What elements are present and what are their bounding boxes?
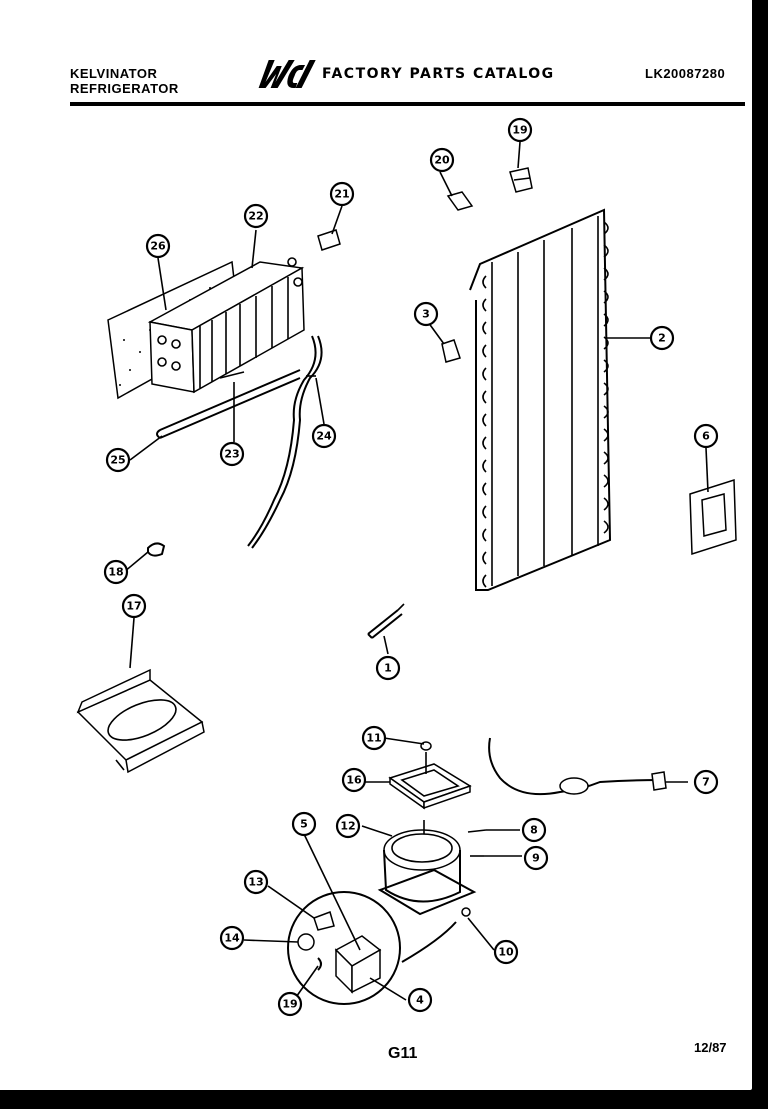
condenser-coil bbox=[469, 208, 612, 591]
catalog-number: LK20087280 bbox=[645, 66, 726, 81]
compressor-group bbox=[287, 737, 667, 1005]
callout-label: 3 bbox=[422, 308, 430, 321]
parts-sheet bbox=[0, 0, 752, 1090]
callout-6: 6 bbox=[693, 423, 719, 449]
callout-13: 13 bbox=[243, 869, 269, 895]
callout-4: 4 bbox=[407, 987, 433, 1013]
callout-label: 24 bbox=[316, 430, 332, 443]
callout-18: 18 bbox=[103, 559, 129, 585]
callout-23: 23 bbox=[219, 441, 245, 467]
callout-label: 9 bbox=[532, 852, 540, 865]
callout-26: 26 bbox=[145, 233, 171, 259]
exploded-parts-diagram: 1234567891011121314201617181919212223242… bbox=[76, 117, 737, 1017]
callout-label: 13 bbox=[248, 876, 263, 889]
callout-19: 19 bbox=[277, 991, 303, 1017]
callout-label: 14 bbox=[224, 932, 240, 945]
callout-19: 19 bbox=[507, 117, 533, 143]
callout-25: 25 bbox=[105, 447, 131, 473]
callout-10: 10 bbox=[493, 939, 519, 965]
date-code: 12/87 bbox=[694, 1040, 727, 1055]
bracket-6 bbox=[689, 478, 737, 556]
callout-label: 6 bbox=[702, 430, 710, 443]
callout-9: 9 bbox=[523, 845, 549, 871]
callout-label: 20 bbox=[434, 154, 450, 167]
callout-17: 17 bbox=[121, 593, 147, 619]
callout-5: 5 bbox=[291, 811, 317, 837]
callout-label: 16 bbox=[346, 774, 362, 787]
callout-label: 2 bbox=[658, 332, 666, 345]
callout-label: 4 bbox=[416, 994, 424, 1007]
callout-2: 2 bbox=[649, 325, 675, 351]
callout-20: 20 bbox=[429, 147, 455, 173]
callout-label: 1 bbox=[384, 662, 392, 675]
callout-label: 10 bbox=[498, 946, 514, 959]
callout-label: 26 bbox=[150, 240, 166, 253]
callout-24: 24 bbox=[311, 423, 337, 449]
callout-label: 8 bbox=[530, 824, 538, 837]
callout-label: 21 bbox=[334, 188, 349, 201]
leader-lines bbox=[123, 141, 709, 1001]
evaporator-assembly bbox=[107, 257, 323, 549]
callout-label: 5 bbox=[300, 818, 308, 831]
base-plate bbox=[76, 668, 205, 774]
catalog-title: FACTORY PARTS CATALOG bbox=[322, 66, 555, 82]
callout-label: 11 bbox=[366, 732, 381, 745]
page-number: G11 bbox=[388, 1045, 418, 1062]
callout-21: 21 bbox=[329, 181, 355, 207]
callout-22: 22 bbox=[243, 203, 269, 229]
brand-line-1: KELVINATOR bbox=[70, 66, 158, 81]
callout-1: 1 bbox=[375, 655, 401, 681]
callout-label: 23 bbox=[224, 448, 239, 461]
callout-8: 8 bbox=[521, 817, 547, 843]
callout-label: 7 bbox=[702, 776, 710, 789]
brand-line-2: REFRIGERATOR bbox=[70, 81, 179, 96]
callout-label: 18 bbox=[108, 566, 123, 579]
callout-14: 14 bbox=[219, 925, 245, 951]
callout-12: 12 bbox=[335, 813, 361, 839]
callout-label: 19 bbox=[282, 998, 297, 1011]
callout-label: 22 bbox=[248, 210, 263, 223]
callout-label: 25 bbox=[110, 454, 125, 467]
callout-label: 19 bbox=[512, 124, 527, 137]
part-1 bbox=[367, 603, 405, 639]
callout-label: 17 bbox=[126, 600, 141, 613]
callout-16: 16 bbox=[341, 767, 367, 793]
callout-11: 11 bbox=[361, 725, 387, 751]
callout-label: 12 bbox=[340, 820, 355, 833]
callout-3: 3 bbox=[413, 301, 439, 327]
wci-logo bbox=[258, 60, 316, 88]
callout-7: 7 bbox=[693, 769, 719, 795]
small-brackets bbox=[147, 167, 533, 557]
header-rule bbox=[70, 102, 745, 106]
